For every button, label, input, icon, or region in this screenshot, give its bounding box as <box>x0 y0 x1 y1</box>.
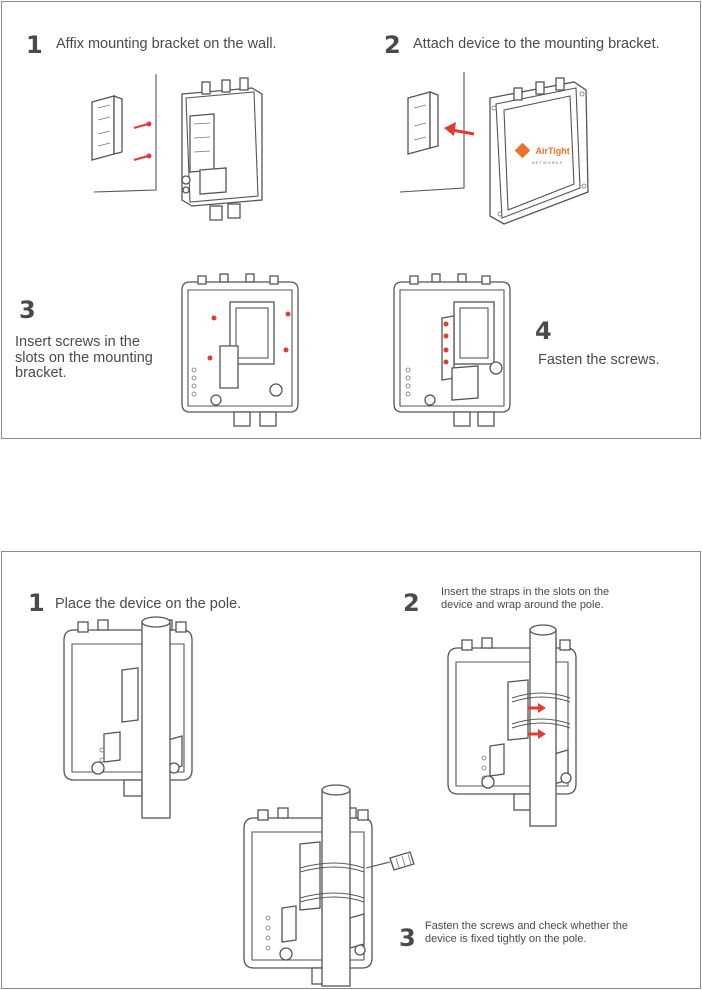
step-caption: Affix mounting bracket on the wall. <box>56 36 277 52</box>
mounting-bracket <box>407 91 439 155</box>
fasten-straps-illustration <box>243 784 415 987</box>
step-number: 1 <box>28 589 45 617</box>
step-number: 3 <box>19 296 36 324</box>
pole <box>141 616 171 819</box>
device-back-view <box>181 77 263 221</box>
pole <box>529 624 557 827</box>
step-caption: Fasten the screws. <box>538 352 660 368</box>
insert-straps-illustration <box>447 624 577 827</box>
step-number: 2 <box>403 589 420 617</box>
straps <box>299 862 365 903</box>
screwdriver <box>365 851 415 871</box>
wall-screws <box>133 121 152 161</box>
step-caption: Insert screws in the slots on the mounti… <box>15 334 153 381</box>
brand-logo: AirTight NETWORKS <box>514 142 570 165</box>
screw-slots <box>207 311 291 361</box>
insert-screws-illustration <box>181 273 299 427</box>
fasten-screws-illustration <box>393 273 511 427</box>
step-number: 3 <box>399 924 416 952</box>
device-front-view <box>489 77 589 225</box>
place-on-pole-illustration <box>63 616 193 819</box>
pole-mount-panel: 1 Place the device on the pole. 2 Insert… <box>1 551 701 989</box>
mounting-bracket <box>91 95 123 161</box>
attach-arrow <box>444 122 475 136</box>
straps <box>511 692 571 729</box>
fastened-screws <box>443 321 449 365</box>
step-caption: Insert the straps in the slots on the de… <box>441 586 610 612</box>
wall-mount-panel: 1 Affix mounting bracket on the wall. 2 … <box>1 1 701 439</box>
step-caption: Attach device to the mounting bracket. <box>413 36 660 52</box>
insert-arrows <box>528 703 546 739</box>
step-number: 2 <box>384 31 401 59</box>
step-number: 1 <box>26 31 43 59</box>
pole <box>321 784 351 987</box>
step-caption: Fasten the screws and check whether the … <box>425 920 628 946</box>
step-caption: Place the device on the pole. <box>55 596 242 612</box>
wall-bracket-illustration <box>91 74 263 221</box>
step-number: 4 <box>535 317 552 345</box>
attach-device-illustration <box>399 72 589 225</box>
